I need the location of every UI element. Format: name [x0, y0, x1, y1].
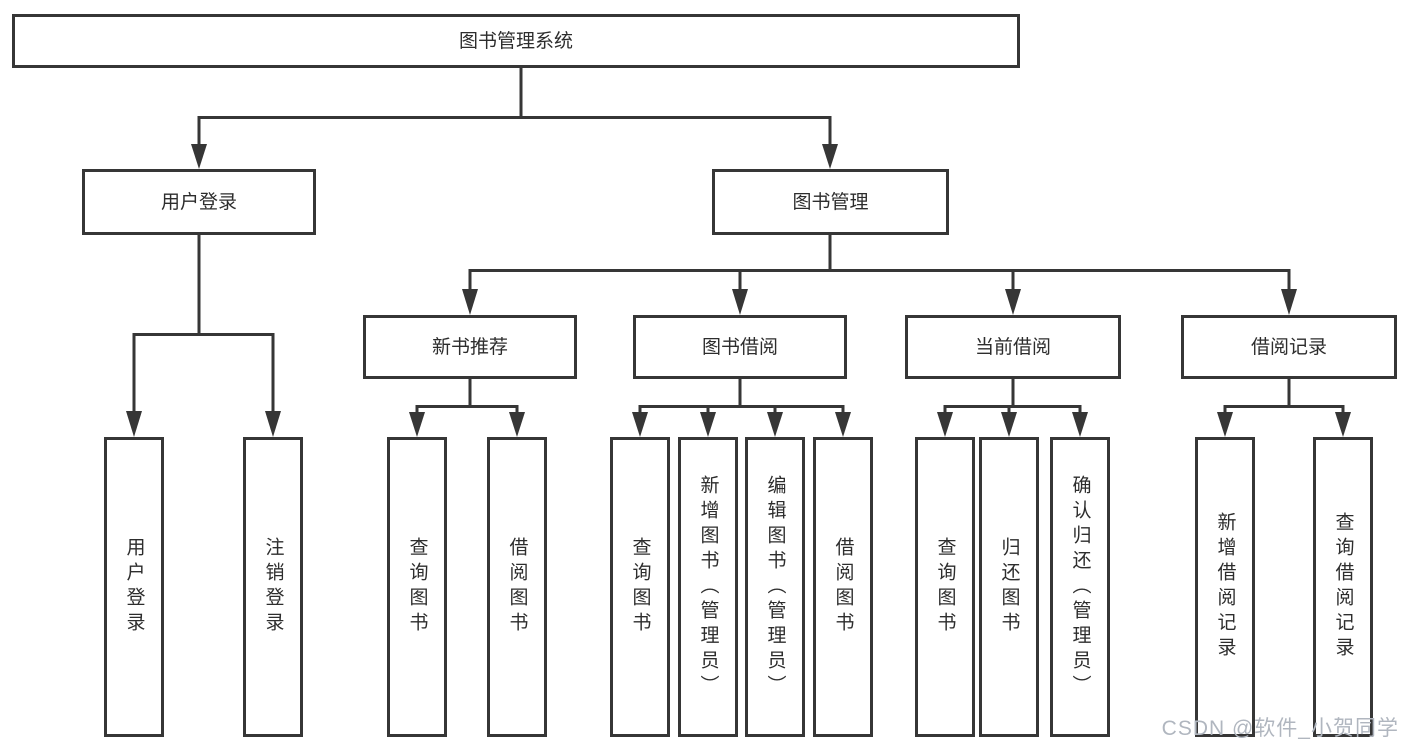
arrow-leaf-add-record — [1217, 412, 1233, 437]
leaf-logout: 注销登录 — [243, 437, 303, 737]
leaf-return-book: 归还图书 — [979, 437, 1039, 737]
arrow-book-mgmt — [822, 144, 838, 169]
leaf-borrow-book-rec-label: 借阅图书 — [506, 537, 528, 637]
node-user-login: 用户登录 — [82, 169, 316, 235]
node-book-mgmt: 图书管理 — [712, 169, 949, 235]
arrow-leaf-user-login — [126, 411, 142, 437]
leaf-edit-book-label: 编辑图书（管理员） — [764, 474, 786, 700]
leaf-confirm-return-label: 确认归还（管理员） — [1069, 474, 1091, 700]
arrow-leaf-query-book-cur — [937, 412, 953, 437]
arrow-leaf-edit-book — [767, 412, 783, 437]
node-root-label: 图书管理系统 — [458, 30, 573, 52]
arrow-borrow-records — [1281, 289, 1297, 315]
arrow-leaf-query-book-rec — [409, 412, 425, 437]
leaf-borrow-book-bor: 借阅图书 — [813, 437, 873, 737]
leaf-query-book-bor-label: 查询图书 — [629, 537, 651, 637]
arrow-book-borrow — [732, 289, 748, 315]
node-new-book-rec: 新书推荐 — [363, 315, 577, 379]
leaf-query-book-bor: 查询图书 — [610, 437, 670, 737]
node-current-borrow: 当前借阅 — [905, 315, 1121, 379]
node-root: 图书管理系统 — [12, 14, 1020, 68]
leaf-return-book-label: 归还图书 — [998, 537, 1020, 637]
leaf-edit-book: 编辑图书（管理员） — [745, 437, 805, 737]
arrow-leaf-borrow-book-rec — [509, 412, 525, 437]
leaf-query-book-cur: 查询图书 — [915, 437, 975, 737]
leaf-query-record: 查询借阅记录 — [1313, 437, 1373, 737]
leaf-borrow-book-rec: 借阅图书 — [487, 437, 547, 737]
node-borrow-records-label: 借阅记录 — [1250, 336, 1327, 358]
node-current-borrow-label: 当前借阅 — [974, 336, 1051, 358]
node-book-mgmt-label: 图书管理 — [792, 191, 869, 213]
leaf-user-login-label: 用户登录 — [123, 537, 145, 637]
leaf-query-book-rec: 查询图书 — [387, 437, 447, 737]
arrow-current-borrow — [1005, 289, 1021, 315]
arrow-leaf-query-book-bor — [632, 412, 648, 437]
arrow-user-login — [191, 144, 207, 169]
leaf-user-login: 用户登录 — [104, 437, 164, 737]
arrow-leaf-borrow-book-bor — [835, 412, 851, 437]
arrow-leaf-add-book — [700, 412, 716, 437]
node-book-borrow: 图书借阅 — [633, 315, 847, 379]
arrow-leaf-query-record — [1335, 412, 1351, 437]
arrow-leaf-logout — [265, 411, 281, 437]
node-borrow-records: 借阅记录 — [1181, 315, 1397, 379]
leaf-query-record-label: 查询借阅记录 — [1332, 512, 1354, 662]
arrow-new-book-rec — [462, 289, 478, 315]
leaf-add-record: 新增借阅记录 — [1195, 437, 1255, 737]
node-new-book-rec-label: 新书推荐 — [431, 336, 508, 358]
leaf-borrow-book-bor-label: 借阅图书 — [832, 537, 854, 637]
leaf-query-book-rec-label: 查询图书 — [406, 537, 428, 637]
arrow-leaf-confirm-return — [1072, 412, 1088, 437]
leaf-query-book-cur-label: 查询图书 — [934, 537, 956, 637]
leaf-add-book-label: 新增图书（管理员） — [697, 474, 719, 700]
node-book-borrow-label: 图书借阅 — [701, 336, 778, 358]
node-user-login-label: 用户登录 — [160, 191, 237, 213]
arrow-leaf-return-book — [1001, 412, 1017, 437]
leaf-add-book: 新增图书（管理员） — [678, 437, 738, 737]
leaf-confirm-return: 确认归还（管理员） — [1050, 437, 1110, 737]
leaf-logout-label: 注销登录 — [262, 537, 284, 637]
leaf-add-record-label: 新增借阅记录 — [1214, 512, 1236, 662]
